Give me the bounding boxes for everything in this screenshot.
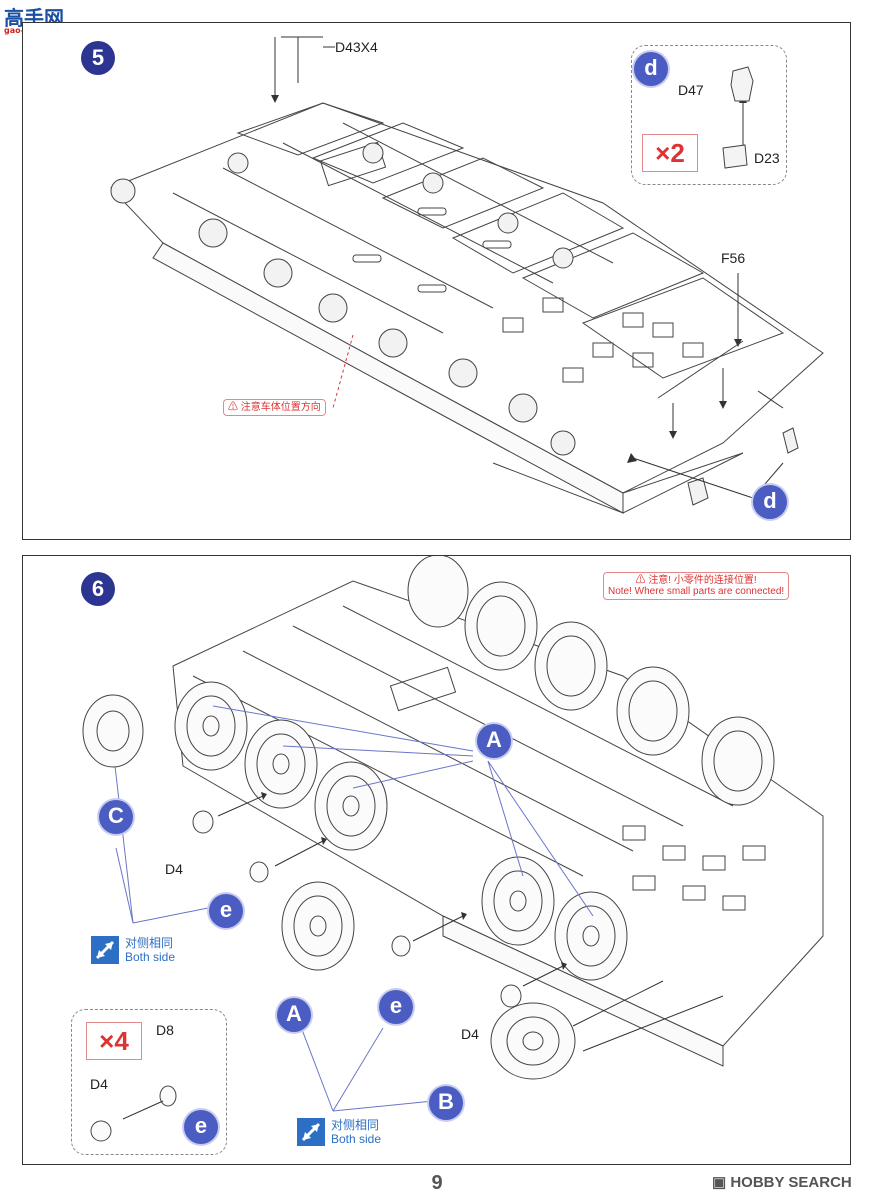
wheel-a-callout-bottom: A (277, 998, 311, 1032)
part-d8-label: D8 (156, 1022, 174, 1038)
both-side-note-bottom: 对侧相同 Both side (297, 1116, 429, 1150)
warning-icon: ⚠ (635, 575, 649, 586)
step-5-hull-drawing (110, 36, 824, 514)
step-6-number: 6 (81, 572, 115, 606)
step-5-panel: 5 D43X4 F56 d ⚠ 注意车体位置方向 d D47 D23 ×2 (22, 22, 851, 540)
idler-c-callout: C (99, 800, 133, 834)
part-f56-label: F56 (721, 250, 746, 266)
page-number: 9 (431, 1172, 443, 1194)
mirror-icon (297, 1118, 325, 1146)
brand-icon: ▣ (712, 1174, 731, 1191)
both-side-en: Both side (125, 950, 176, 964)
part-e-callout-left: e (209, 894, 243, 928)
part-d23-label: D23 (754, 150, 780, 166)
hull-direction-warning: ⚠ 注意车体位置方向 (223, 399, 326, 416)
both-side-cn-bottom: 对侧相同 (331, 1118, 380, 1132)
multiplier-x2: ×2 (642, 134, 698, 172)
hull-direction-warning-text: 注意车体位置方向 (240, 402, 321, 413)
road-wheel (174, 681, 248, 771)
step-6-panel: 6 ⚠ 注意! 小零件的连接位置! Note! Where small part… (22, 555, 851, 1165)
both-side-en-bottom: Both side (331, 1132, 382, 1146)
both-side-cn: 对侧相同 (125, 936, 174, 950)
step-5-number: 5 (81, 41, 115, 75)
mirror-icon (91, 936, 119, 964)
sprocket-b-callout: B (429, 1086, 463, 1120)
part-d47-label: D47 (678, 82, 704, 98)
small-parts-warning-en: Note! Where small parts are connected! (608, 586, 785, 597)
part-d4-sub-label: D4 (90, 1076, 108, 1092)
part-d43-label: D43X4 (335, 39, 378, 55)
subassembly-e-box: ×4 D8 D4 e (71, 1009, 227, 1155)
part-d4-label-bottom: D4 (461, 1026, 479, 1042)
small-parts-warning-cn: 注意! 小零件的连接位置! (648, 575, 757, 586)
part-e-callout-bottom: e (379, 990, 413, 1024)
subassembly-d-box: d D47 D23 ×2 (631, 45, 787, 185)
part-d4-label-left: D4 (165, 861, 183, 877)
small-parts-warning: ⚠ 注意! 小零件的连接位置! Note! Where small parts … (603, 572, 790, 600)
wheel-a-callout-top: A (477, 724, 511, 758)
brand-watermark: ▣ HOBBY SEARCH (712, 1173, 852, 1191)
multiplier-x4: ×4 (86, 1022, 142, 1060)
both-side-note-left: 对侧相同 Both side (91, 934, 223, 968)
subassembly-d-callout: d (753, 485, 787, 519)
step-6-suspension-drawing (82, 556, 824, 1142)
brand-text: HOBBY SEARCH (730, 1174, 852, 1191)
subassembly-d-letter: d (634, 52, 668, 86)
subassembly-e-letter: e (184, 1110, 218, 1144)
warning-icon: ⚠ (228, 402, 241, 413)
